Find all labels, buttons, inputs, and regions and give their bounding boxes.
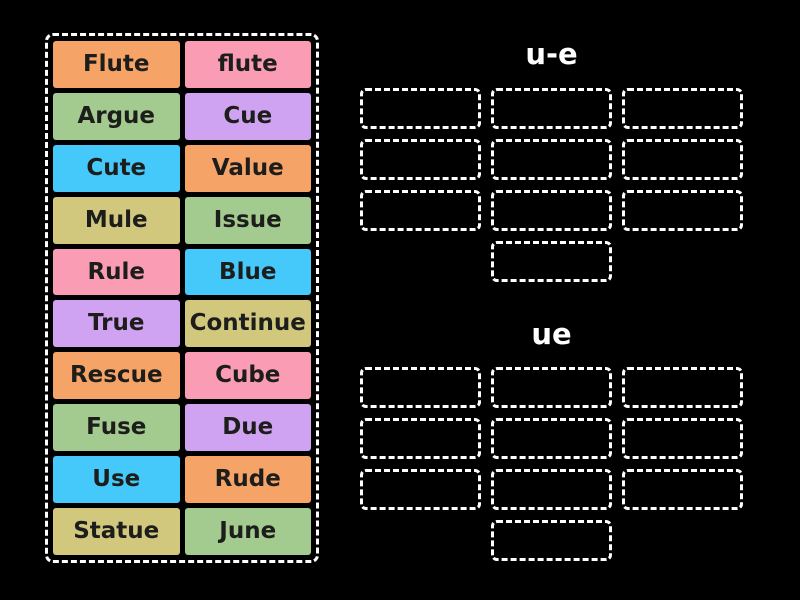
word-tile[interactable]: Cube xyxy=(184,352,311,400)
word-tile[interactable]: Statue xyxy=(53,508,180,555)
drop-slot[interactable] xyxy=(491,241,612,282)
word-tile[interactable]: Cute xyxy=(53,144,180,192)
word-tile[interactable]: Due xyxy=(184,404,311,452)
drop-slot[interactable] xyxy=(491,469,612,510)
drop-slot[interactable] xyxy=(491,88,612,129)
word-tile[interactable]: Use xyxy=(53,456,180,504)
word-tile[interactable]: True xyxy=(53,300,180,348)
drop-slot[interactable] xyxy=(491,367,612,408)
drop-slot[interactable] xyxy=(622,418,743,459)
drop-slot[interactable] xyxy=(491,139,612,180)
drop-slot[interactable] xyxy=(622,139,743,180)
word-tile[interactable]: Issue xyxy=(184,196,311,244)
category-slots-u-e xyxy=(360,88,743,282)
word-tile[interactable]: Argue xyxy=(53,92,180,140)
word-tile[interactable]: Rescue xyxy=(53,352,180,400)
drop-slot[interactable] xyxy=(360,88,481,129)
category-title-ue: ue xyxy=(531,317,572,351)
drop-slot[interactable] xyxy=(622,367,743,408)
word-tile[interactable]: Fuse xyxy=(53,404,180,452)
word-tile[interactable]: Rule xyxy=(53,248,180,296)
drop-slot[interactable] xyxy=(360,190,481,231)
drop-slot[interactable] xyxy=(622,88,743,129)
word-tile[interactable]: flute xyxy=(184,41,311,88)
category-title-u-e: u-e xyxy=(525,37,578,71)
drop-slot[interactable] xyxy=(491,520,612,561)
word-tile[interactable]: Blue xyxy=(184,248,311,296)
word-tile[interactable]: Rude xyxy=(184,456,311,504)
drop-slot[interactable] xyxy=(622,190,743,231)
drop-slot[interactable] xyxy=(360,139,481,180)
word-tile[interactable]: Mule xyxy=(53,196,180,244)
drop-slot[interactable] xyxy=(360,367,481,408)
drop-slot[interactable] xyxy=(360,469,481,510)
category-slots-ue xyxy=(360,367,743,561)
drop-slot[interactable] xyxy=(360,418,481,459)
drop-slot[interactable] xyxy=(491,190,612,231)
drop-slot[interactable] xyxy=(622,469,743,510)
word-tile[interactable]: Cue xyxy=(184,92,311,140)
word-tile[interactable]: Continue xyxy=(184,300,311,348)
word-tile[interactable]: Flute xyxy=(53,41,180,88)
drop-slot[interactable] xyxy=(491,418,612,459)
word-tile[interactable]: June xyxy=(184,508,311,555)
word-tile[interactable]: Value xyxy=(184,144,311,192)
